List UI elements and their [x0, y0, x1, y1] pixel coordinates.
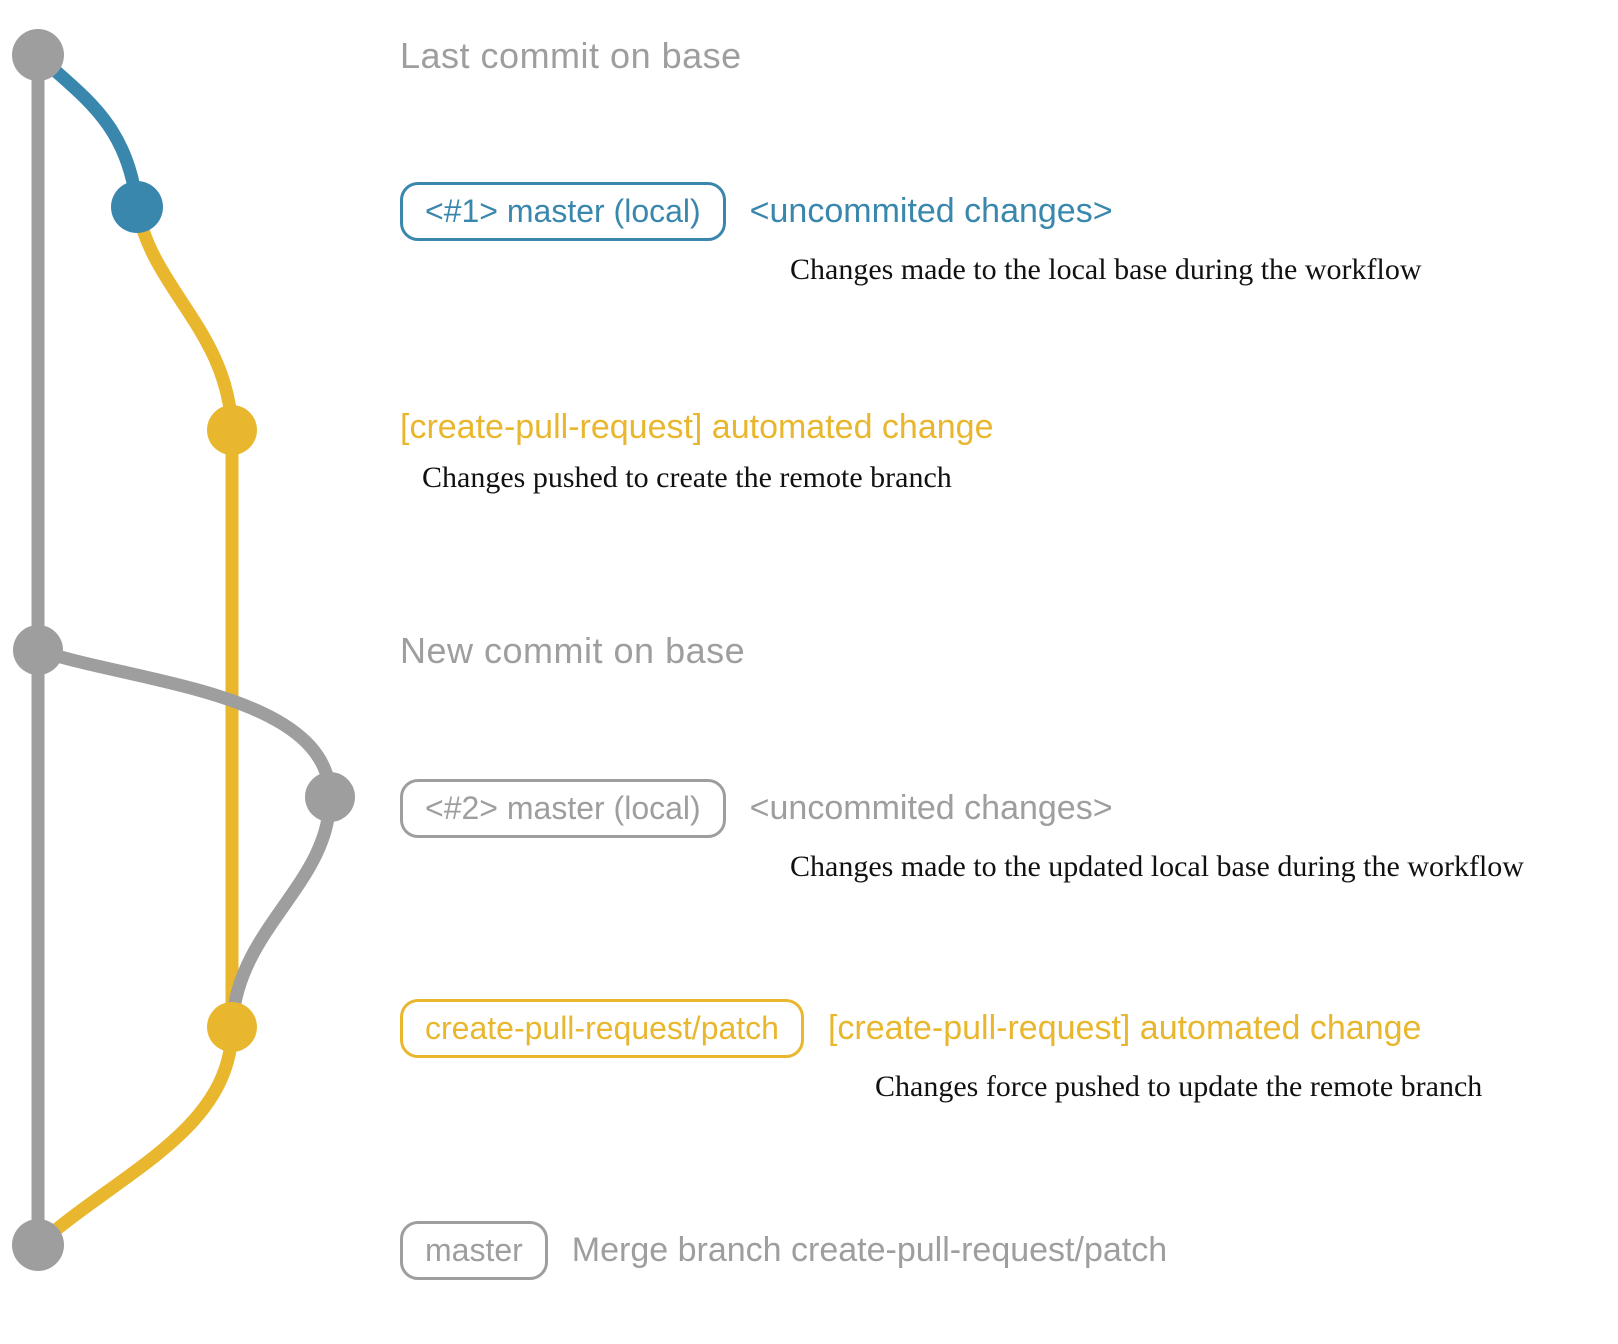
description-remote-patch-2: Changes force pushed to update the remot…: [875, 1070, 1483, 1103]
block-local-1: <#1> master (local) <uncommited changes>…: [400, 182, 1422, 287]
block-merge: master Merge branch create-pull-request/…: [400, 1221, 1167, 1280]
badge-master-local-2: <#2> master (local): [400, 779, 726, 838]
commit-dot-local-1: [111, 181, 163, 233]
annotation-automated-change-1: [create-pull-request] automated change: [400, 408, 994, 446]
commit-dot-new-commit-on-base: [13, 625, 63, 675]
block-local-2: <#2> master (local) <uncommited changes>…: [400, 779, 1524, 884]
annotation-merge-branch: Merge branch create-pull-request/patch: [571, 1231, 1168, 1269]
annotation-uncommited-changes-1: <uncommited changes>: [749, 192, 1113, 230]
remote-branch-curve: [31, 200, 239, 1252]
block-remote-patch-1: [create-pull-request] automated change C…: [400, 408, 993, 495]
badge-create-pull-request-patch: create-pull-request/patch: [400, 999, 804, 1058]
branch-graph: [12, 29, 355, 1271]
commit-dot-remote-patch-1: [207, 405, 257, 455]
commit-dot-merge-commit: [12, 1219, 64, 1271]
local-branch-2-curve: [31, 643, 337, 1034]
local-branch-1-curve: [31, 48, 144, 214]
badge-master-local-1: <#1> master (local): [400, 182, 726, 241]
annotation-automated-change-2: [create-pull-request] automated change: [827, 1009, 1422, 1047]
commit-dot-remote-patch-2: [207, 1002, 257, 1052]
label-new-commit-on-base: New commit on base: [400, 630, 746, 671]
block-remote-patch-2: create-pull-request/patch [create-pull-r…: [400, 999, 1482, 1104]
description-local-2: Changes made to the updated local base d…: [790, 850, 1524, 883]
annotation-uncommited-changes-2: <uncommited changes>: [749, 789, 1113, 827]
badge-master: master: [400, 1221, 548, 1280]
description-local-1: Changes made to the local base during th…: [790, 253, 1422, 286]
commit-dot-last-commit-on-base: [12, 29, 64, 81]
label-last-commit-on-base: Last commit on base: [400, 35, 742, 76]
commit-dot-local-2: [305, 772, 355, 822]
description-remote-patch-1: Changes pushed to create the remote bran…: [422, 461, 952, 494]
